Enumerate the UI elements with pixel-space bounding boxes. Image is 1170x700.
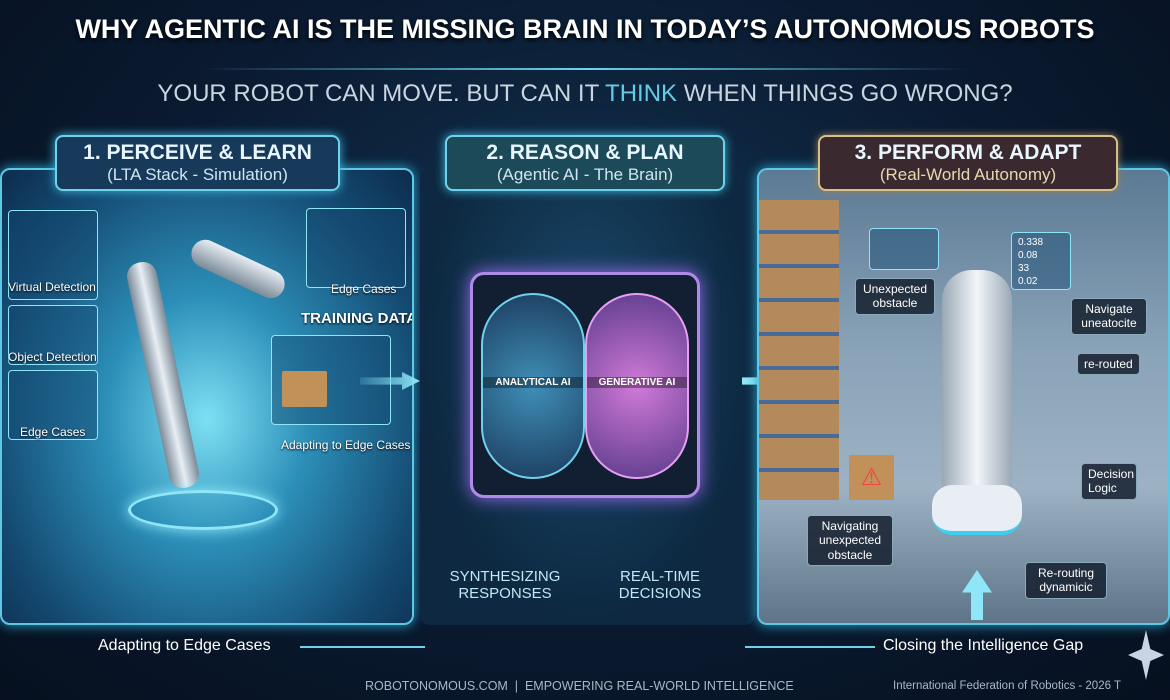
subtitle-highlight: THINK: [605, 80, 678, 107]
ai-brain-chip: ANALYTICAL AI GENERATIVE AI: [470, 272, 700, 498]
stage-3-title: 3. PERFORM & ADAPT: [854, 141, 1082, 164]
readout-value: 0.338: [1018, 237, 1044, 248]
label-decision-logic: Decision Logic: [1081, 463, 1137, 500]
stage-2-title: 2. REASON & PLAN: [486, 141, 684, 164]
label-training-data: TRAINING DATA: [301, 310, 414, 327]
label-edge-cases-right: Edge Cases: [331, 282, 397, 296]
robot-platform: [128, 490, 278, 530]
analytical-brain-icon: ANALYTICAL AI: [481, 293, 585, 479]
humanoid-robot: [942, 270, 1012, 500]
obstacle-box: ⚠: [849, 455, 894, 500]
label-virtual-detection: Virtual Detection: [8, 280, 96, 294]
label-object-detection: Object Detection: [8, 350, 97, 364]
stage-1-title: 1. PERCEIVE & LEARN: [83, 141, 312, 164]
virtual-detection-screen: [8, 210, 98, 300]
object-detection-screen: [8, 305, 98, 365]
stage-3-title-box: 3. PERFORM & ADAPT(Real-World Autonomy): [818, 135, 1118, 191]
readout-value: 0.02: [1018, 276, 1038, 287]
page-title: WHY AGENTIC AI IS THE MISSING BRAIN IN T…: [75, 14, 1095, 44]
stage-2-title-box: 2. REASON & PLAN(Agentic AI - The Brain): [445, 135, 725, 191]
warehouse-shelves: [759, 200, 839, 500]
caption-real-time: REAL-TIME DECISIONS: [618, 568, 702, 603]
label-generative-ai: GENERATIVE AI: [587, 377, 687, 388]
edge-cases-screen-right: [306, 208, 406, 288]
caption-synthesizing: SYNTHESIZING RESPONSES: [449, 568, 561, 603]
subtitle-text: YOUR ROBOT CAN MOVE. BUT CAN IT: [157, 80, 606, 107]
label-adapting: Adapting to Edge Cases: [281, 438, 411, 452]
sparkle-icon: [1128, 630, 1164, 680]
robot-arm-upper: [186, 235, 290, 303]
stage-1-panel: Virtual Detection Object Detection Edge …: [0, 168, 414, 625]
footer-source: International Federation of Robotics - 2…: [893, 680, 1122, 692]
chart-screen: [869, 228, 939, 270]
label-re-routing: Re-routing dynamicic: [1025, 562, 1107, 599]
warning-icon: ⚠: [860, 464, 883, 491]
stage-1-title-box: 1. PERCEIVE & LEARN(LTA Stack - Simulati…: [55, 135, 340, 191]
edge-cases-screen: [8, 370, 98, 440]
generative-brain-icon: GENERATIVE AI: [585, 293, 689, 479]
page-subtitle: YOUR ROBOT CAN MOVE. BUT CAN IT THINK WH…: [0, 80, 1170, 108]
label-unexpected-obstacle: Unexpected obstacle: [855, 278, 935, 315]
label-edge-cases-left: Edge Cases: [20, 425, 86, 439]
readout-panel: 0.338 0.08 33 0.02: [1011, 232, 1071, 290]
label-re-routed: re-routed: [1077, 353, 1140, 376]
connector-line: [745, 646, 875, 648]
readout-value: 0.08: [1018, 250, 1038, 261]
label-navigate: Navigate uneatocite: [1071, 298, 1147, 335]
footer-credits: ROBOTONOMOUS.COM | EMPOWERING REAL-WORLD…: [365, 679, 794, 693]
stage-3-subtitle: (Real-World Autonomy): [879, 165, 1057, 184]
label-analytical-ai: ANALYTICAL AI: [483, 377, 583, 388]
label-navigating-obstacle: Navigating unexpected obstacle: [807, 515, 893, 567]
stage-3-panel: Unexpected obstacle 0.338 0.08 33 0.02 N…: [757, 168, 1170, 625]
stage-1-caption: Adapting to Edge Cases: [98, 637, 271, 654]
connector-line: [300, 646, 425, 648]
robot-mobile-base: [932, 485, 1022, 535]
title-divider: [200, 68, 970, 70]
arrow-up-icon: [962, 570, 992, 620]
readout-value: 33: [1018, 263, 1030, 274]
stage-1-subtitle: (LTA Stack - Simulation): [107, 165, 288, 184]
stage-2-subtitle: (Agentic AI - The Brain): [496, 165, 674, 184]
stage-3-caption: Closing the Intelligence Gap: [883, 637, 1084, 654]
subtitle-text-end: WHEN THINGS GO WRONG?: [677, 80, 1013, 107]
robot-arm-base: [124, 259, 202, 491]
box-icon: [282, 371, 327, 407]
